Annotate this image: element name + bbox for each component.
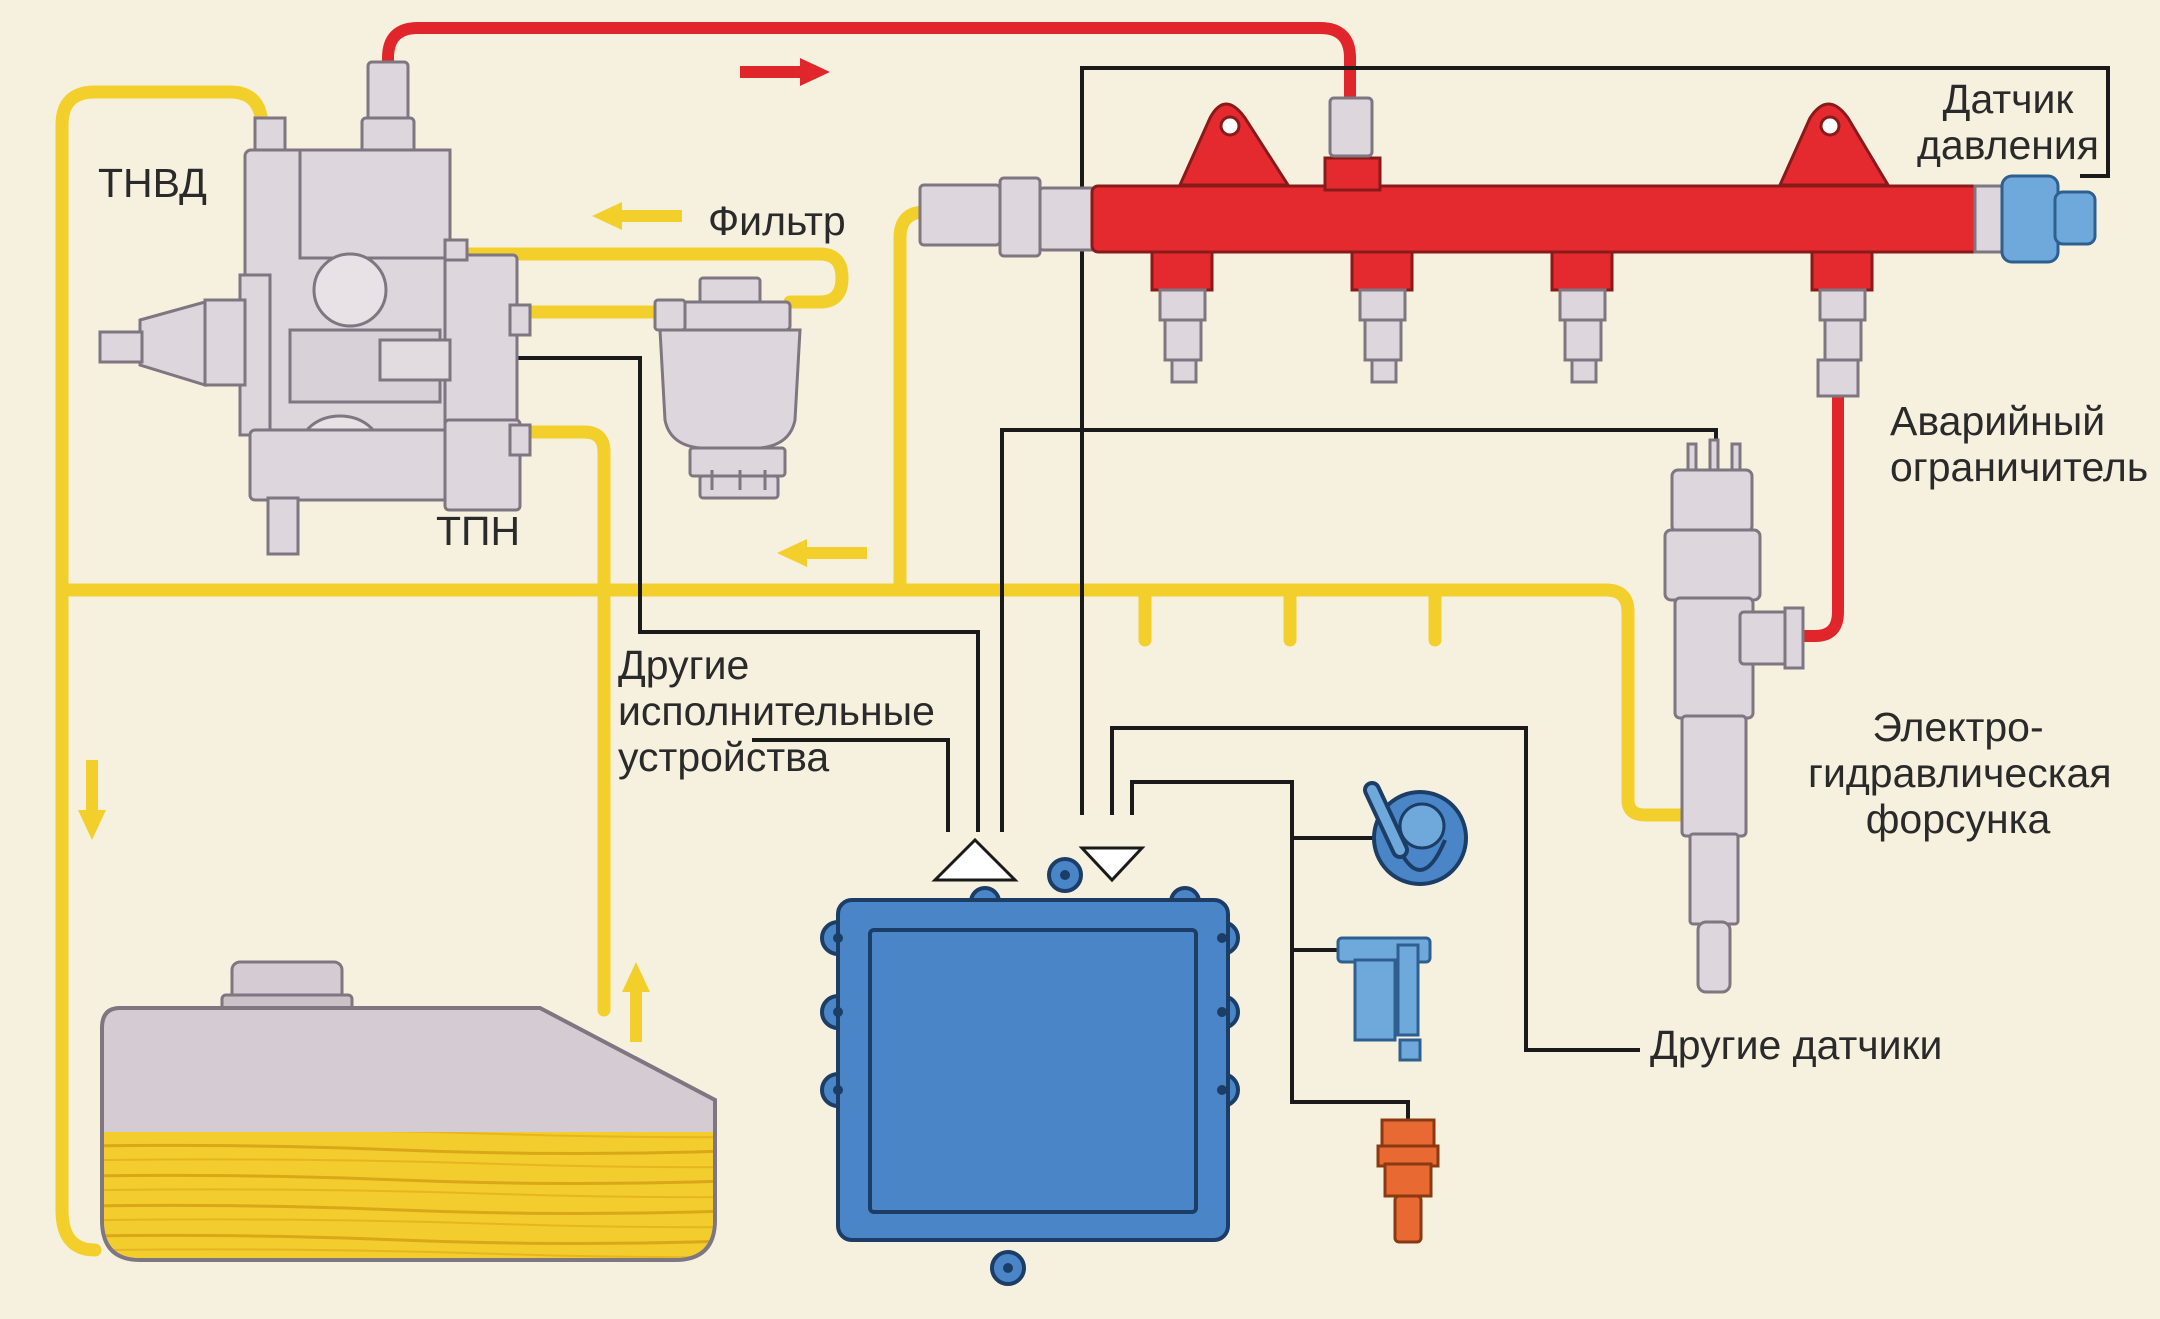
low-pressure-lines xyxy=(55,85,1687,1257)
arrow-yellow-down xyxy=(78,760,106,840)
electro-hydraulic-injector xyxy=(1663,438,1805,994)
arrow-red-right xyxy=(740,58,830,86)
label-other-actuators: Другие исполнительные устройства xyxy=(618,642,935,780)
high-pressure-pump xyxy=(98,60,532,556)
common-rail xyxy=(918,96,1982,398)
speed-sensor xyxy=(1336,936,1432,1062)
label-pressure-sensor: Датчик давления xyxy=(1916,76,2100,168)
arrow-yellow-left-return xyxy=(777,539,867,567)
label-other-sensors: Другие датчики xyxy=(1650,1022,1943,1068)
fuel-filter xyxy=(653,276,802,500)
high-pressure-lines xyxy=(382,22,1844,642)
flow-arrows xyxy=(78,58,867,1042)
pressure-sensor xyxy=(1973,174,2097,264)
fuel-tank xyxy=(100,960,717,1262)
label-hp-pump: ТНВД xyxy=(98,160,207,206)
temperature-sensor xyxy=(1376,1118,1440,1244)
arrow-yellow-up xyxy=(622,962,650,1042)
label-lp-pump: ТПН xyxy=(436,508,521,554)
label-emergency-limiter: Аварийный ограничитель xyxy=(1890,398,2149,490)
label-injector: Электро- гидравлическая форсунка xyxy=(1808,704,2112,842)
ecu-unit xyxy=(820,857,1240,1286)
fuel-level xyxy=(104,1132,713,1258)
position-sensor xyxy=(1363,781,1468,886)
ecu-connector-triangles xyxy=(931,837,1146,883)
arrow-yellow-left-filter xyxy=(592,202,682,230)
label-filter: Фильтр xyxy=(708,198,846,244)
